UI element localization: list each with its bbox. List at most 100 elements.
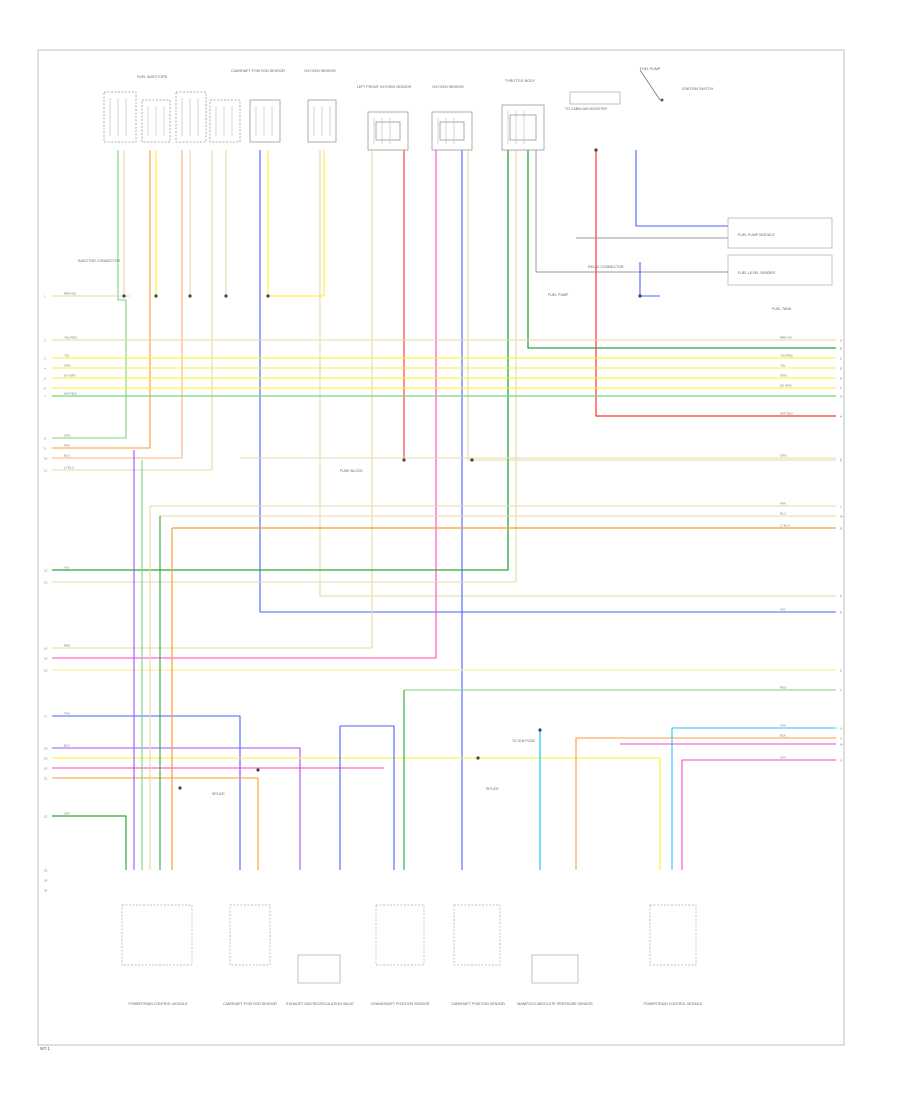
left-connector-pin: 7 [44,395,46,399]
wire-color-code: DK GRN [64,374,76,378]
right-connector-pin: J [840,457,842,461]
left-connector-pin: 9 [44,447,46,451]
junction-dot [594,148,598,152]
left-connector-pin: 20 [44,767,48,771]
wire-lf-o2 [52,150,373,649]
wire-color-code: RED [64,644,71,648]
switch-pivot [660,98,664,102]
left-connector-pin: 18 [44,747,48,751]
junction-dot [638,294,642,298]
wire-color-code: LT BLU [64,466,74,470]
junction-dot [154,294,158,298]
wire-color-code: TAN [64,712,70,716]
wire-injector-2 [52,150,151,449]
wire-bus-18 [52,815,127,870]
left-connector-pin: 2 [44,339,46,343]
wire-injector-1 [52,150,127,439]
wire-injector-3 [52,150,183,459]
right-connector-pin: S [840,669,842,673]
component-inner-box [439,121,465,141]
top-component-label: LEFT FRONT OXYGEN SENSOR [357,85,412,89]
wire-throttle-green [52,150,509,571]
right-connector-pin: H [840,415,842,419]
bottom-component-outline [531,954,579,984]
bottom-component-label: MANIFOLD ABSOLUTE PRESSURE SENSOR [517,1002,593,1006]
diagram-border [37,49,845,1046]
annotation-label: TO IGN FUSE [512,739,535,743]
left-connector-pin: 19 [44,757,48,761]
left-connector-pin: 15 [44,657,48,661]
wires-layer [52,148,837,870]
annotation-label: FUSE BLOCK [340,469,363,473]
left-connector-pin: 21 [44,777,48,781]
left-connector-pin: 25 [44,889,48,893]
wire-color-code-right: RED [780,686,787,690]
top-component-outline [249,99,281,143]
wire-bus-17 [52,777,259,870]
wire-fuel-level [639,262,660,297]
bottom-component-label: POWERTRAIN CONTROL MODULE [128,1002,188,1006]
wire-o2-2b [467,150,836,461]
wire-color-code-right: TAN [780,724,786,728]
top-component-outline [431,111,473,151]
bottom-component-label: EXHAUST GAS RECIRCULATION VALVE [286,1002,354,1006]
junction-dot [538,728,542,732]
wire-color-code: ORG [64,434,72,438]
wire-color-code: VIO [64,566,70,570]
wire-color-code-right: PNK [780,502,786,506]
top-component-outline [501,104,545,151]
junction-dot [476,756,480,760]
wire-fuel-pump-red [595,150,836,417]
left-connector-pin: 6 [44,387,46,391]
annotation-label: SPLICE [212,792,225,796]
wire-bus-14 [52,747,301,870]
top-component-label: CAMSHAFT POSITION SENSOR [231,69,285,73]
right-connector-pin: G [840,395,843,399]
left-connector-pin: 17 [44,715,48,719]
junction-dot [188,294,192,298]
wire-fuel-pump-blue [635,150,728,227]
wire-color-code-right: ORG [780,454,788,458]
components-layer [103,69,833,984]
wire-bus-23 [575,737,837,870]
wire-bus-15 [52,757,661,870]
annotation-label: SPLICE [486,787,499,791]
left-connector-pin: 3 [44,357,46,361]
switch-contact-line [639,69,661,101]
junction-dot [402,458,406,462]
bottom-component-label: CAMSHAFT POSITION SENSOR [223,1002,277,1006]
wire-color-code: BRN/YEL [64,292,77,296]
right-connector-pin: P [840,595,842,599]
left-connector-pin: 12 [44,569,48,573]
bottom-component-outline [375,904,425,966]
wire-cam-sensor-blue [259,150,836,613]
bottom-component-outline [121,904,193,966]
wire-color-code: YEL [64,354,70,358]
bottom-component-outline [297,954,341,984]
right-connector-pin: B [840,347,842,351]
component-inner-box [509,114,537,141]
right-box-label: FUEL LEVEL SENDER [738,271,775,275]
top-component-label: FUEL PUMP [640,67,661,71]
wire-injector-4 [52,150,213,471]
wire-color-code-right: BLU [780,512,786,516]
right-box-label: FUEL TANK [772,307,792,311]
wire-color-code-right: YEL/RED [780,354,794,358]
fuel-pump-module-box [727,217,833,249]
top-component-label: THROTTLE BODY [505,79,536,83]
right-connector-pin: T [840,689,842,693]
wire-throttle-green-2 [527,150,836,349]
top-component-outline [307,99,337,143]
wire-throttle-grey [535,150,728,273]
right-connector-pin: C [840,357,843,361]
top-component-label: OXYGEN SENSOR [304,69,336,73]
junction-dot [256,768,260,772]
left-connector-pin: 14 [44,647,48,651]
right-connector-pin: N [840,527,842,531]
bottom-component-outline [229,904,271,966]
right-box-label: FUEL PUMP MODULE [738,233,775,237]
junction-dot [178,786,182,790]
wire-color-code: BLU [64,454,70,458]
